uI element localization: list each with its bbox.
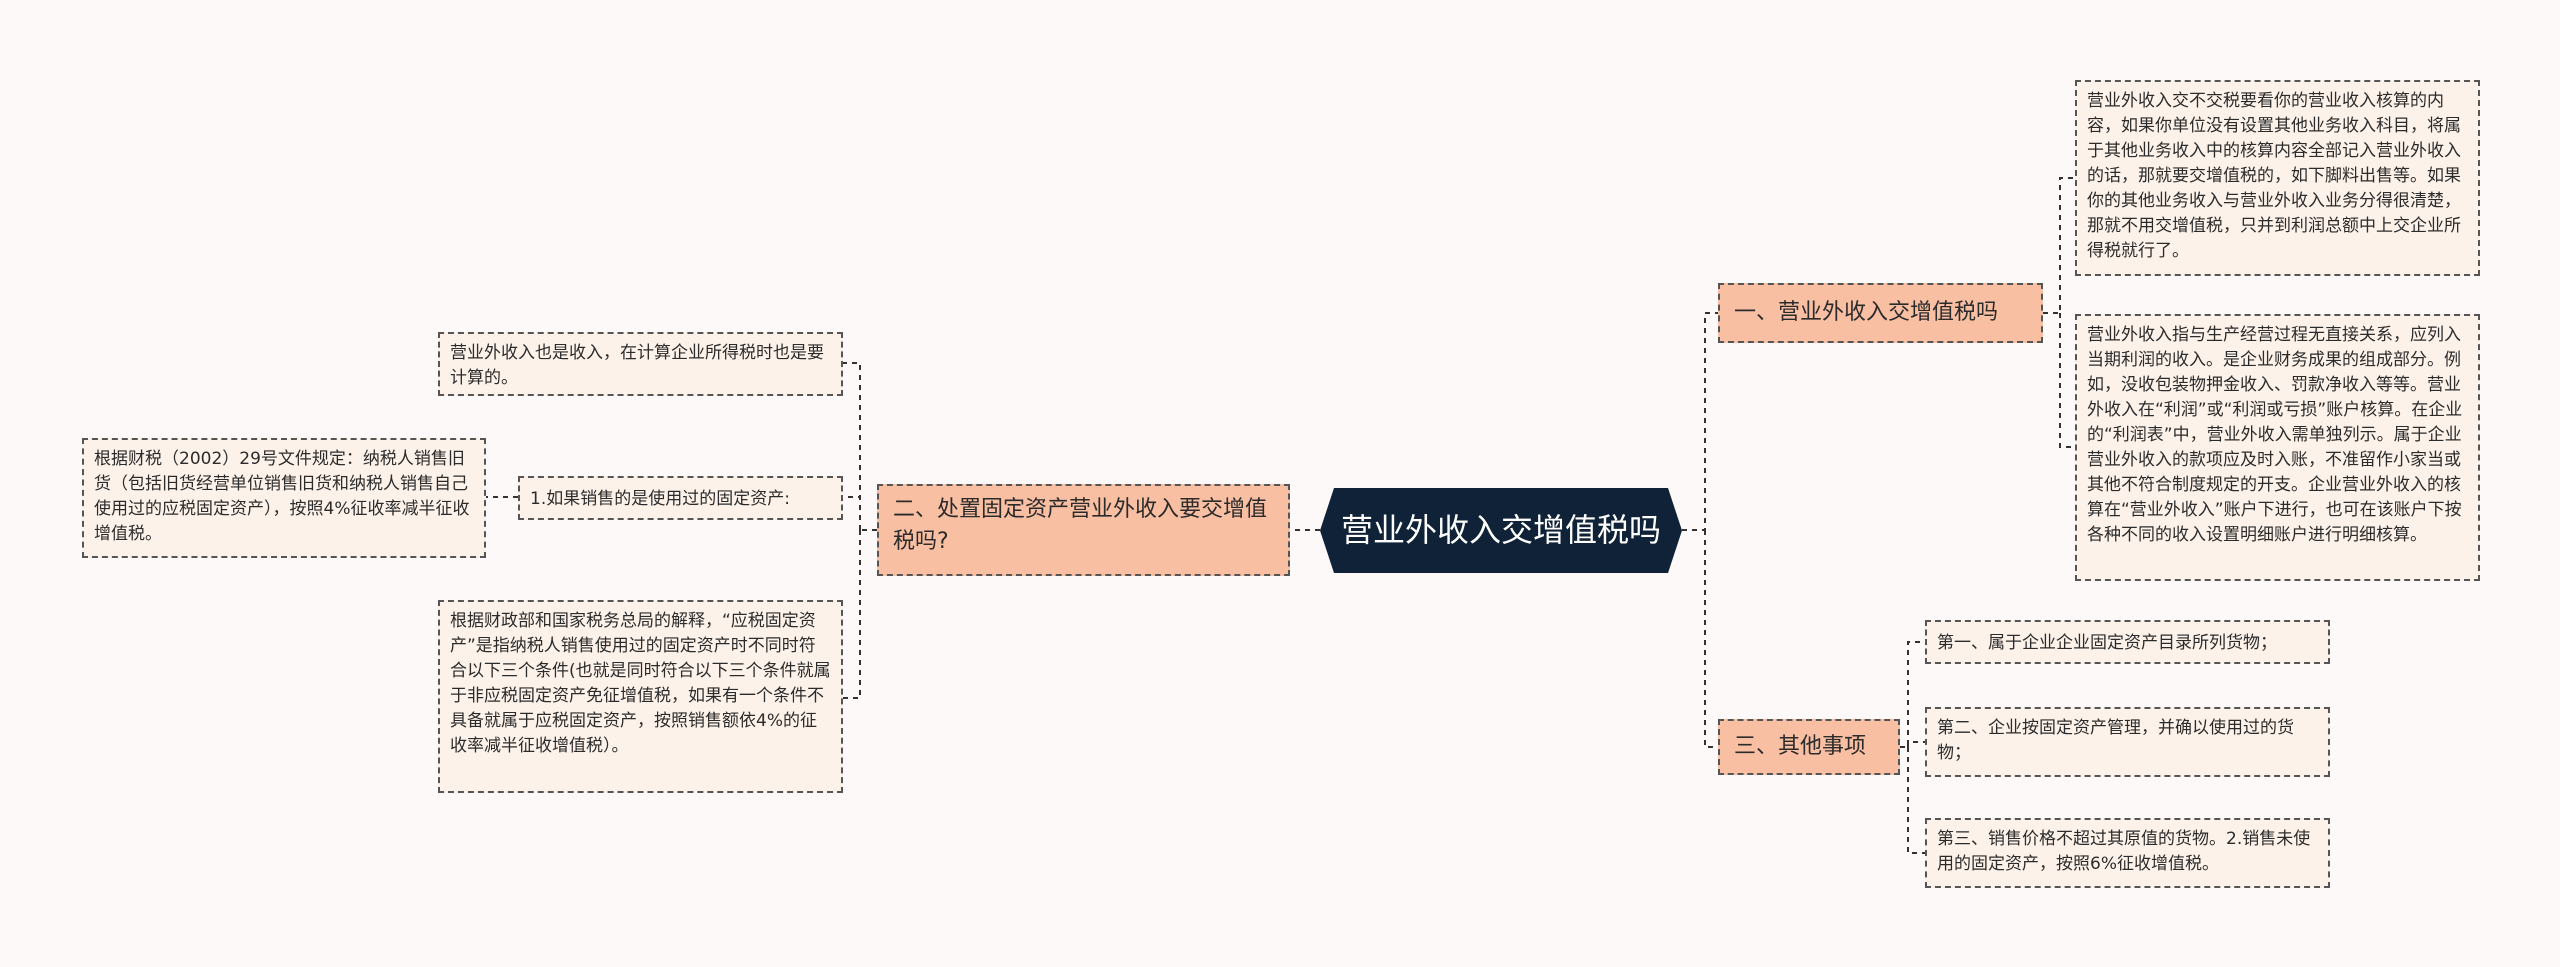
leaf-taxable-fixed-asset-explanation[interactable]: 根据财政部和国家税务总局的解释，“应税固定资产”是指纳税人销售使用过的固定资产时… bbox=[438, 600, 843, 793]
connector bbox=[843, 496, 861, 530]
leaf-non-operating-income-definition[interactable]: 营业外收入指与生产经营过程无直接关系，应列入当期利润的收入。是企业财务成果的组成… bbox=[2075, 314, 2480, 581]
connector bbox=[2059, 313, 2075, 448]
connector bbox=[2043, 177, 2075, 314]
connector bbox=[1704, 530, 1718, 748]
leaf-caishui-2002-29[interactable]: 根据财税（2002）29号文件规定：纳税人销售旧货（包括旧货经营单位销售旧货和纳… bbox=[82, 438, 486, 558]
leaf-condition-three[interactable]: 第三、销售价格不超过其原值的货物。2.销售未使用的固定资产，按照6%征收增值税。 bbox=[1925, 818, 2330, 888]
leaf-condition-one[interactable]: 第一、属于企业企业固定资产目录所列货物； bbox=[1925, 620, 2330, 664]
branch-other-matters[interactable]: 三、其他事项 bbox=[1718, 719, 1900, 775]
connector bbox=[1907, 747, 1925, 854]
connector bbox=[843, 362, 861, 530]
branch-vat-question[interactable]: 一、营业外收入交增值税吗 bbox=[1718, 283, 2043, 343]
leaf-vat-depends-on-accounting[interactable]: 营业外收入交不交税要看你的营业收入核算的内容，如果你单位没有设置其他业务收入科目… bbox=[2075, 80, 2480, 276]
leaf-condition-two[interactable]: 第二、企业按固定资产管理，并确以使用过的货物； bbox=[1925, 707, 2330, 777]
branch-fixed-asset-disposal[interactable]: 二、处置固定资产营业外收入要交增值税吗? bbox=[877, 484, 1290, 576]
root-node[interactable]: 营业外收入交增值税吗 bbox=[1320, 488, 1682, 573]
connector bbox=[1682, 312, 1718, 531]
connector bbox=[1907, 741, 1925, 747]
leaf-income-taxable[interactable]: 营业外收入也是收入，在计算企业所得税时也是要计算的。 bbox=[438, 332, 843, 396]
subbranch-used-fixed-assets[interactable]: 1.如果销售的是使用过的固定资产: bbox=[518, 476, 843, 520]
connector bbox=[1900, 641, 1925, 748]
connector bbox=[843, 530, 861, 699]
